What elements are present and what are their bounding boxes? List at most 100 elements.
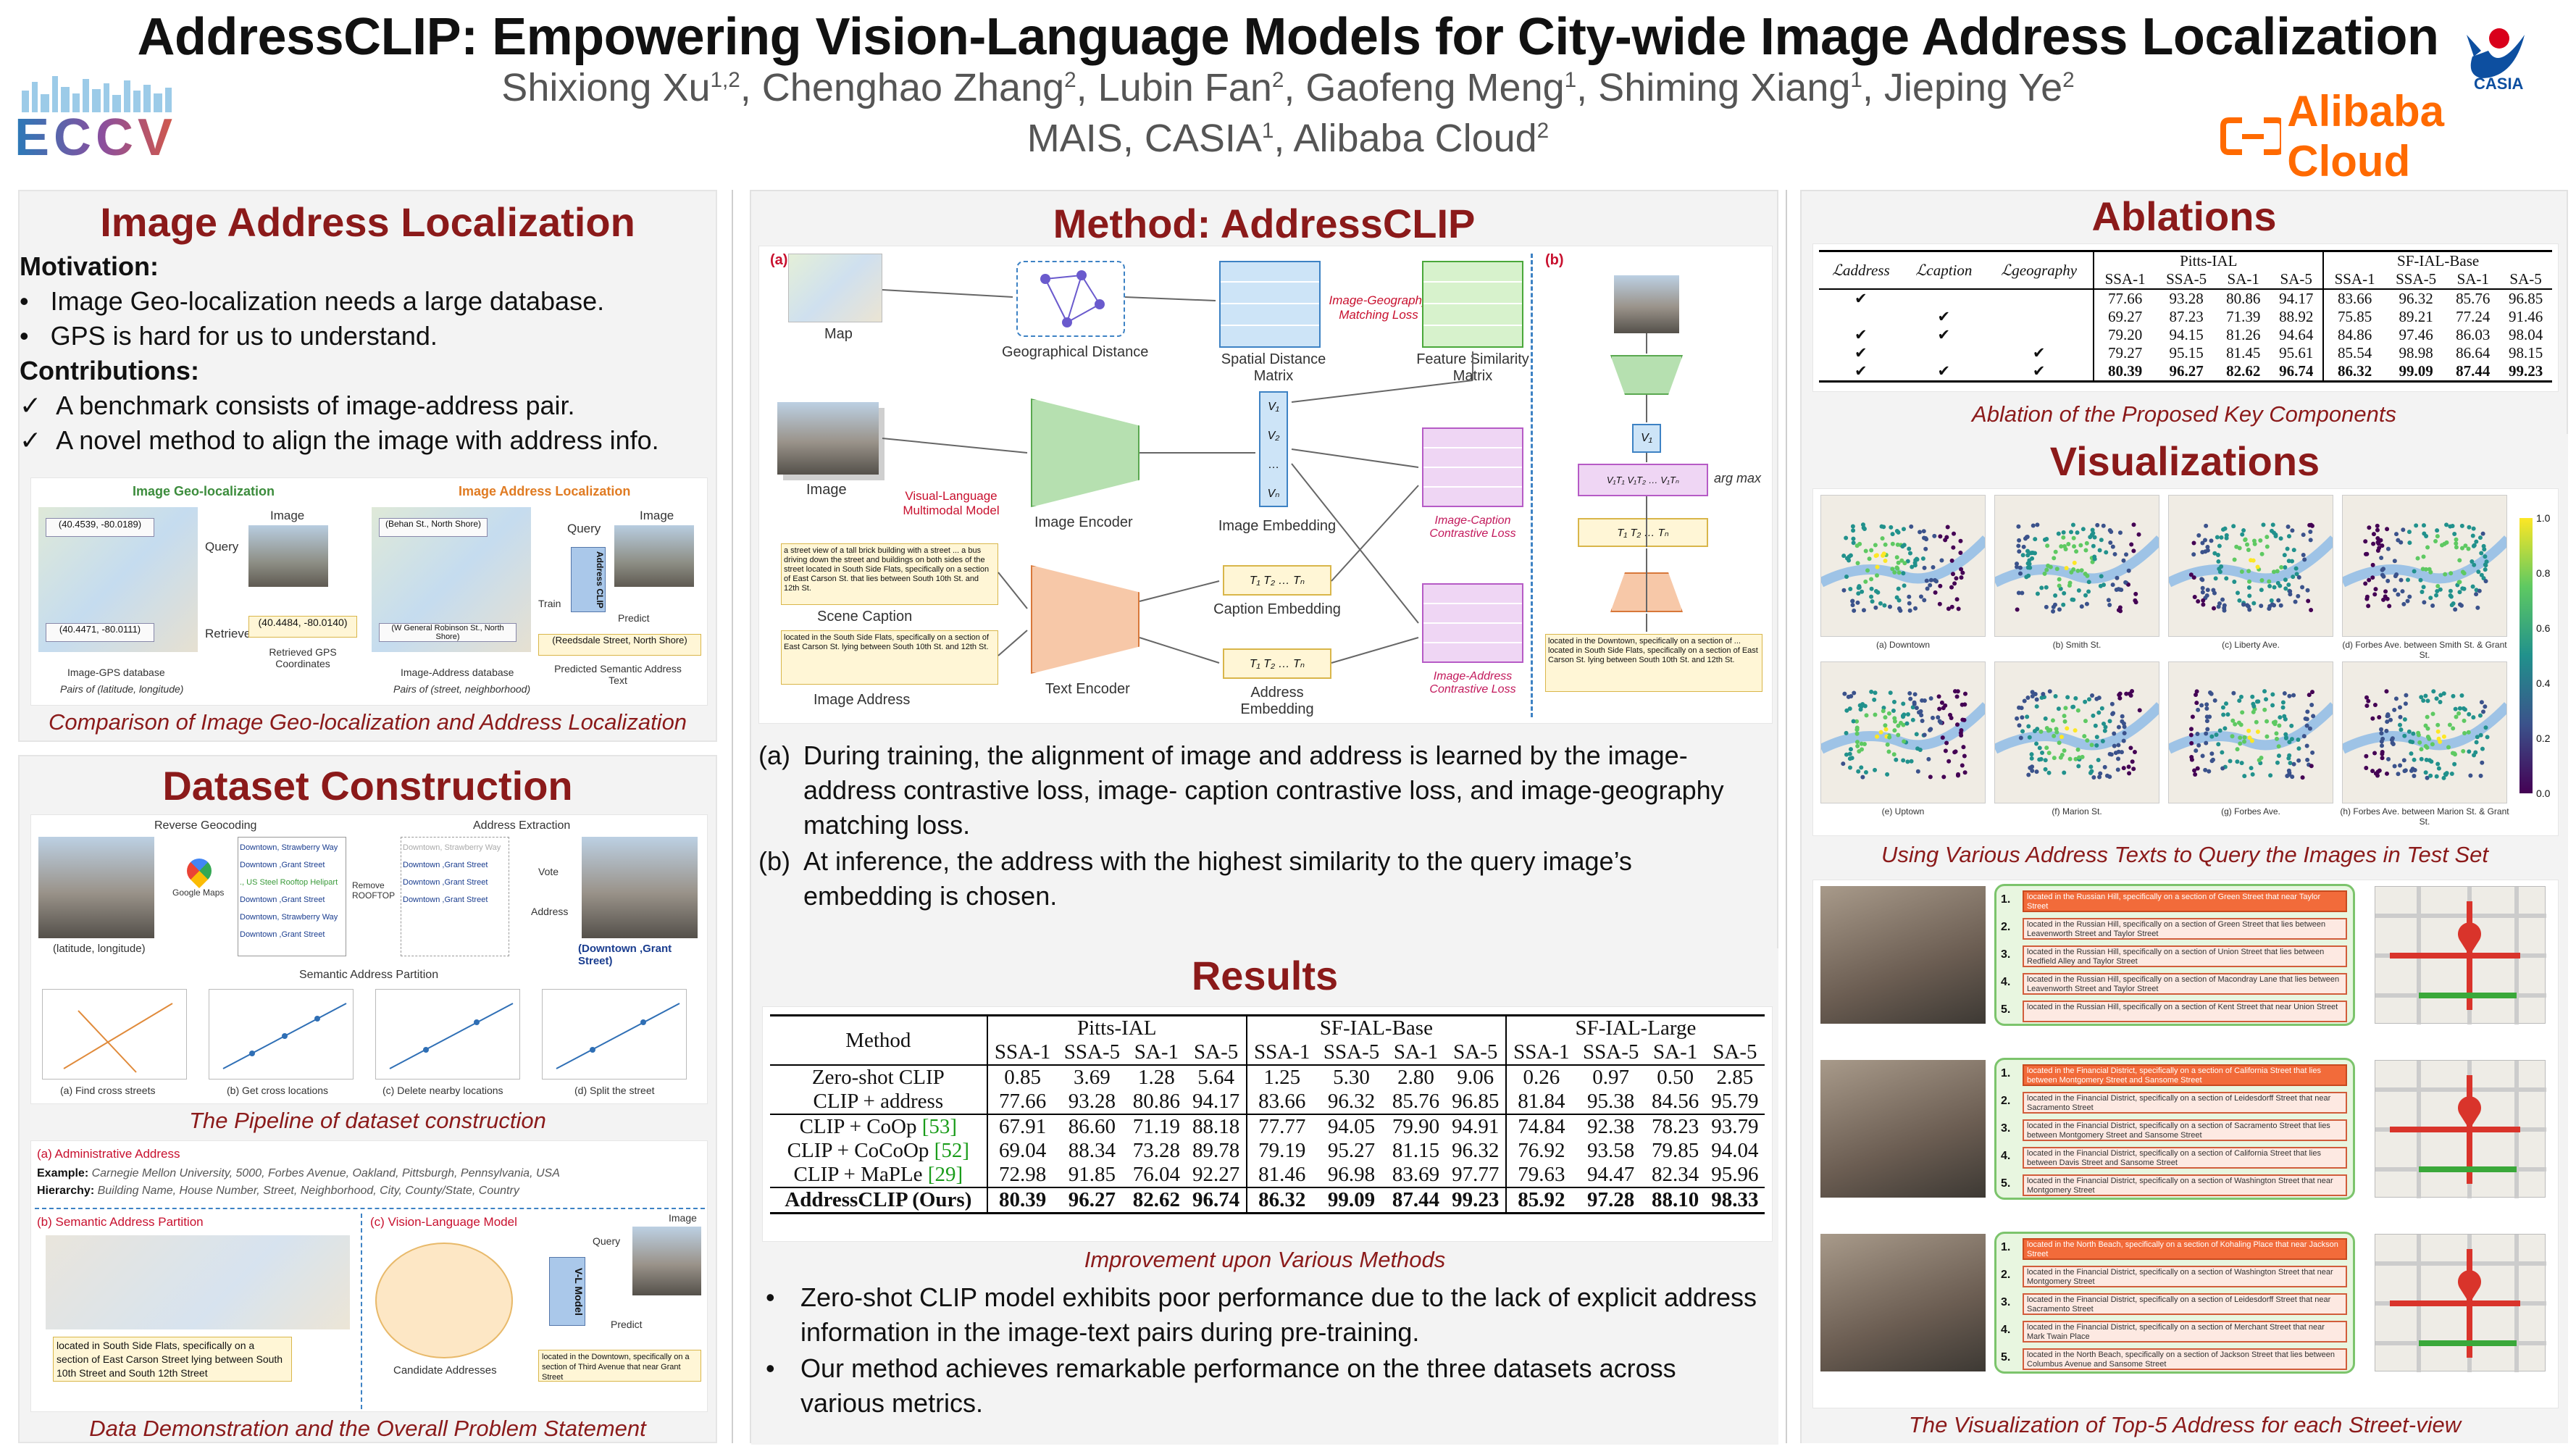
heatmap-point <box>2120 719 2125 724</box>
heatmap-point <box>2209 734 2215 739</box>
heatmap-point <box>2075 568 2081 573</box>
heatmap-point <box>2209 759 2215 764</box>
heatmap-point <box>2485 735 2490 740</box>
heatmap-point <box>1875 564 1880 569</box>
table-cell: 95.61 <box>2279 344 2314 362</box>
heatmap-point <box>1856 591 1861 596</box>
heatmap-point <box>2433 538 2438 543</box>
heatmap-point <box>2430 604 2435 609</box>
argmax-label: arg max <box>1714 471 1762 485</box>
heatmap-point <box>2031 551 2036 556</box>
heatmap-point <box>2270 703 2275 708</box>
heatmap-point <box>2024 575 2029 580</box>
table-cell: 81.84 <box>1505 1090 1576 1114</box>
heatmap-point <box>2370 562 2375 567</box>
heatmap-point <box>2407 540 2412 546</box>
panel-visualizations: Visualizations (a) Downtown(b) Smith St.… <box>1802 434 2568 1443</box>
heatmap-point <box>2203 767 2208 772</box>
heatmap-point <box>2380 543 2385 548</box>
alibaba-bracket-icon <box>2220 117 2282 155</box>
heatmap-point <box>2017 549 2022 554</box>
heatmap-point <box>1873 690 1878 696</box>
heatmap-point <box>2394 532 2399 537</box>
table-cell: 79.27 <box>2093 344 2156 362</box>
db-pairs: Pairs of (latitude, longitude) <box>60 683 184 695</box>
admin-hierarchy: Hierarchy: Building Name, House Number, … <box>37 1185 519 1197</box>
address-candidate: located in the North Beach, specifically… <box>2023 1348 2347 1370</box>
heatmap-point <box>2309 764 2314 769</box>
heatmap-point <box>1894 529 1899 534</box>
heatmap-point <box>2101 523 2106 528</box>
heatmap-point <box>2443 572 2448 577</box>
heatmap-point <box>2309 702 2314 707</box>
heatmap-point <box>1856 769 1861 774</box>
heatmap-point <box>2015 607 2020 612</box>
method-name: CLIP + MaPLe <box>793 1163 923 1186</box>
heatmap-point <box>2059 544 2064 549</box>
heatmap-point <box>2308 538 2313 543</box>
table-cell: 9.06 <box>1445 1064 1506 1090</box>
table-cell: 77.66 <box>986 1090 1058 1114</box>
heatmap-point <box>1886 711 1891 716</box>
table-cell: 98.15 <box>2508 344 2543 362</box>
heatmap-point <box>2249 766 2254 771</box>
heatmap-point <box>2093 723 2098 728</box>
heatmap-point <box>2459 693 2464 698</box>
table-cell: 79.63 <box>1505 1163 1576 1187</box>
table-cell: 1.28 <box>1126 1064 1187 1090</box>
heatmap-point <box>2237 598 2242 603</box>
heatmap-point <box>2404 693 2409 698</box>
table-cell: 97.28 <box>1576 1187 1646 1214</box>
address-candidate: located in the Russian Hill, specificall… <box>2023 945 2347 967</box>
heatmap-point <box>1878 601 1883 606</box>
heatmap-point <box>2270 528 2275 533</box>
heatmap-point <box>2059 735 2064 740</box>
spatial-matrix <box>1219 261 1321 348</box>
heatmap-point <box>2199 703 2204 708</box>
heatmap-point <box>2128 693 2133 698</box>
heatmap-point <box>2212 606 2217 611</box>
heatmap-point <box>2296 746 2301 751</box>
heatmap-point <box>2048 564 2053 569</box>
heatmap-point <box>2054 727 2059 732</box>
heatmap-point <box>2128 746 2133 751</box>
heatmap-point <box>1870 599 1875 604</box>
heatmap-point <box>2438 700 2443 705</box>
table-cell: 92.38 <box>1576 1114 1646 1139</box>
heatmap-point <box>2288 761 2293 766</box>
address-candidate: located in the North Beach, specifically… <box>2023 1238 2347 1260</box>
heatmap-point <box>2216 559 2221 564</box>
heatmap-point <box>2091 543 2096 548</box>
heatmap-point <box>2032 729 2037 734</box>
eccv-logo: ECCV <box>14 69 188 164</box>
heatmap-map <box>2342 495 2507 637</box>
heatmap-point <box>2195 766 2200 771</box>
heatmap-point <box>2124 552 2129 557</box>
heatmap-point <box>2381 597 2386 602</box>
heatmap-point <box>2023 536 2028 541</box>
location-pin-icon <box>2458 1270 2481 1303</box>
skyline-icon <box>22 76 172 112</box>
heatmap-points <box>1995 689 2159 780</box>
table-cell: 94.64 <box>2279 326 2314 343</box>
feature-matrix <box>1422 261 1523 348</box>
heatmap-point <box>2247 579 2252 584</box>
heatmap-point <box>1855 561 1860 566</box>
heatmap-point <box>2435 761 2441 767</box>
heatmap-point <box>1897 570 1902 575</box>
table-cell: 5.64 <box>1186 1064 1247 1090</box>
heatmap-point <box>2073 696 2078 701</box>
result-label: (Downtown ,Grant Street) <box>578 943 672 967</box>
heatmap-point <box>1883 727 1889 732</box>
heatmap-point <box>1855 600 1860 605</box>
colorbar <box>2519 518 2533 793</box>
table-cell: 99.09 <box>2385 362 2447 383</box>
heatmap-point <box>2274 731 2279 736</box>
heatmap-point <box>2204 523 2209 528</box>
